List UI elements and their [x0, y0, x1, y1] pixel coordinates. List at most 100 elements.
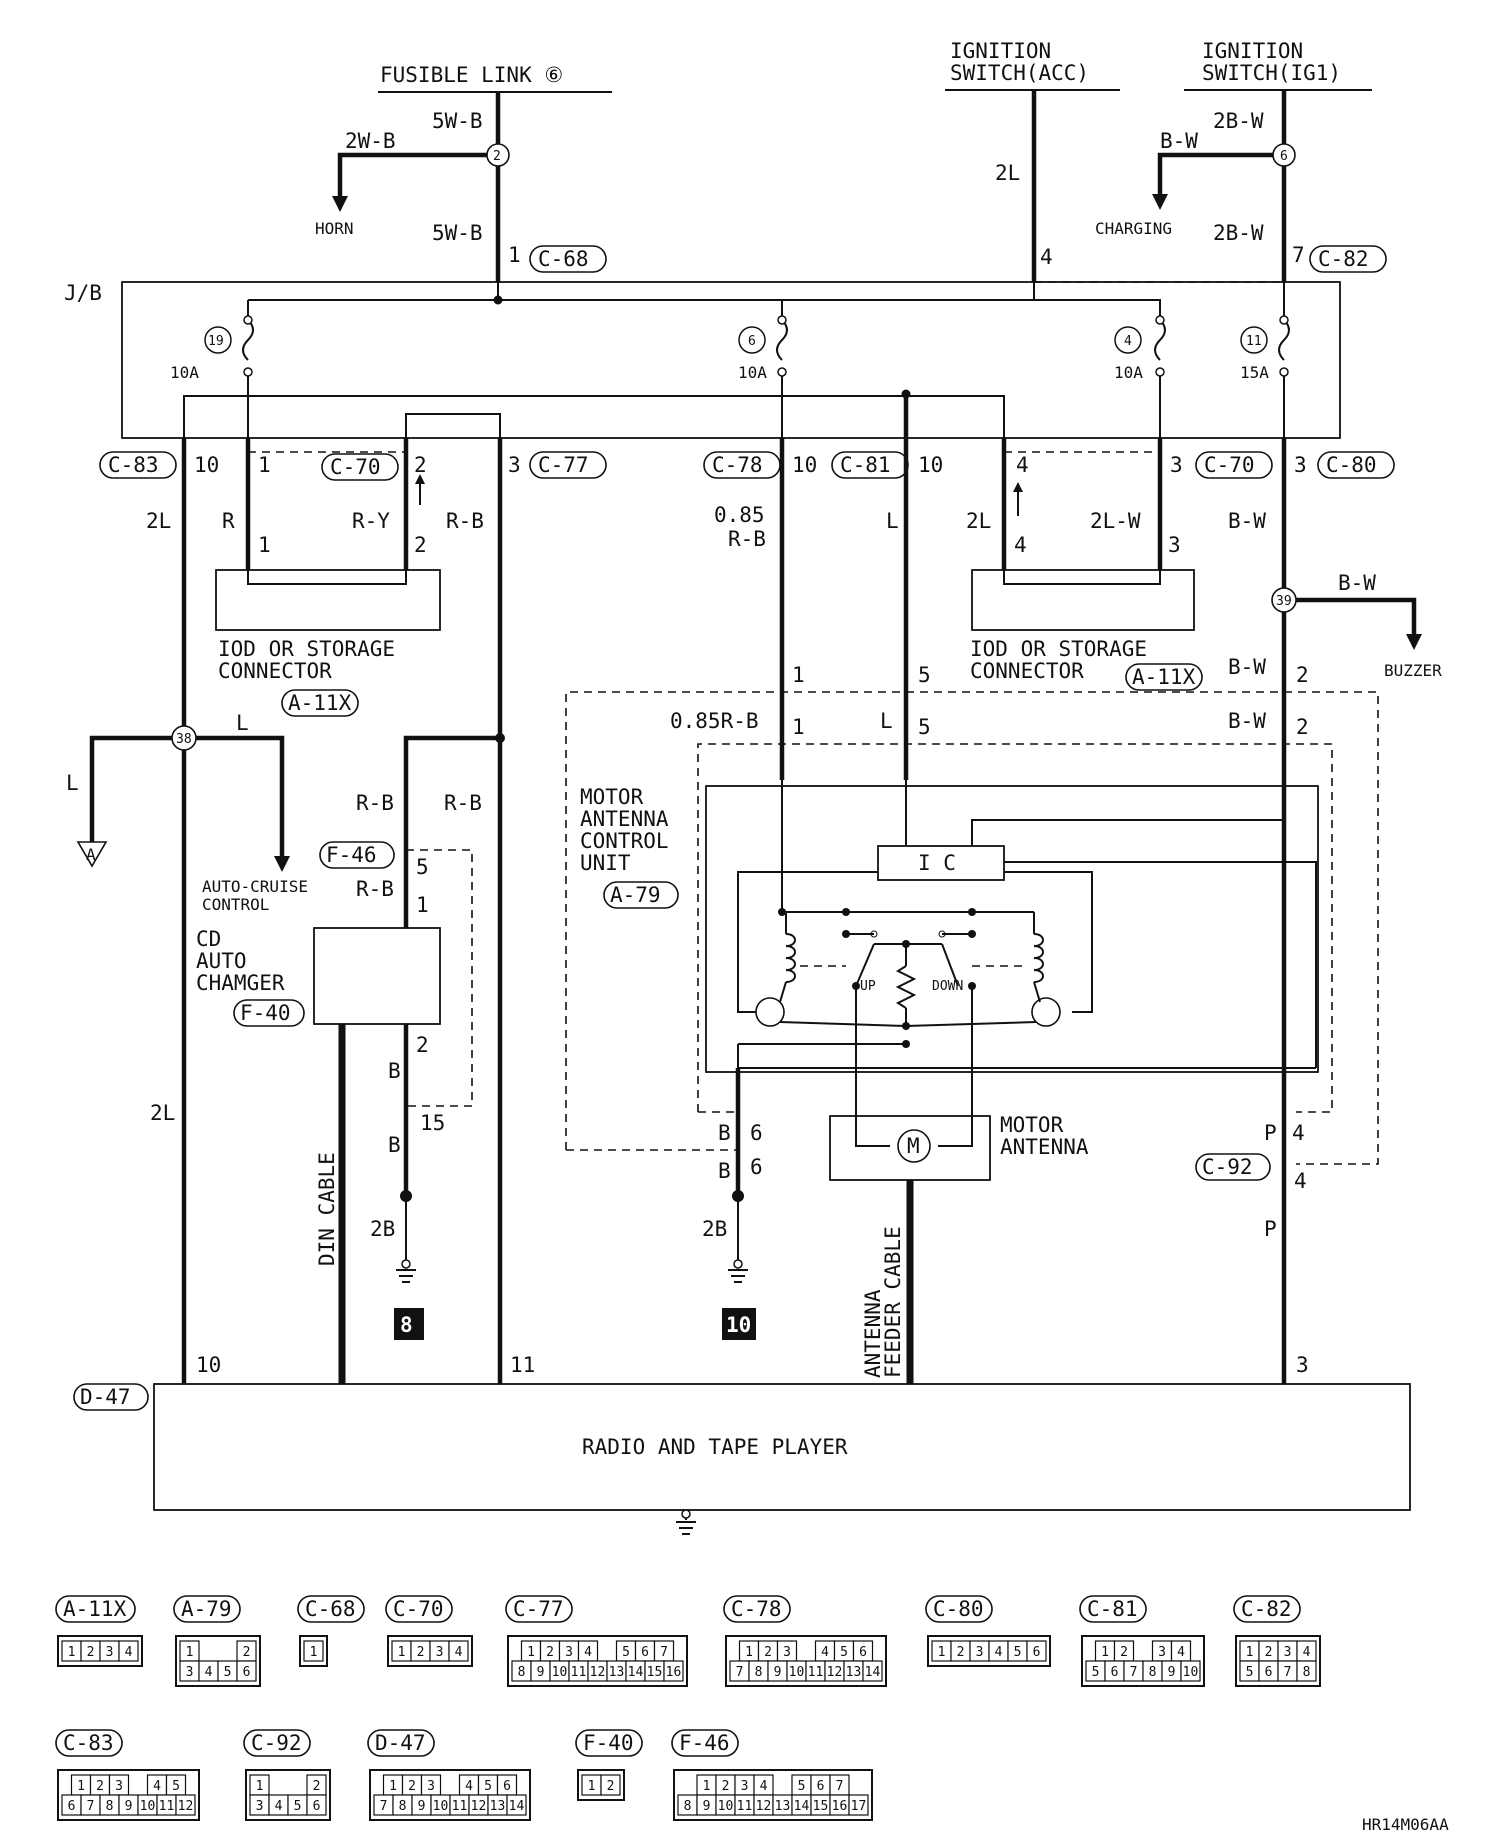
legend-pin: 5: [1246, 1665, 1254, 1680]
pin-mac-5-inner: 5: [918, 715, 931, 739]
legend-pin: 1: [389, 1779, 397, 1794]
fuse-19-rating: 10A: [170, 363, 199, 382]
cd-auto-changer: F-46 5 R-B 1 CD AUTO CHAMGER F-40 2 B 15…: [196, 841, 473, 1340]
mac-label-4: UNIT: [580, 851, 631, 875]
ign-ig1-label-1: IGNITION: [1202, 39, 1303, 63]
iod2-label-1: IOD OR STORAGE: [970, 637, 1147, 661]
connector-ref-d47: D-47: [73, 1383, 149, 1411]
legend-pin: 10: [718, 1799, 734, 1814]
legend-pin: 13: [490, 1799, 506, 1814]
wire-bw-right: B-W B-W BUZZER 39 B-W 2 B-W 2 P 4 C-92 4…: [1195, 438, 1442, 1384]
legend-pin: 9: [125, 1799, 133, 1814]
fusible-link-wire: 5W-B 5W-B 2W-B HORN 2 1 C-68: [315, 92, 607, 282]
legend-pin: 15: [647, 1665, 663, 1680]
wire-5wb-top: 5W-B: [432, 109, 483, 133]
pin-mac-6-inner: 6: [750, 1121, 763, 1145]
legend-pin: 1: [256, 1779, 264, 1794]
pin-radio-10: 10: [196, 1353, 221, 1377]
connector-ref-c77: C-77: [529, 451, 607, 479]
wire-2lw: 2L-W: [1090, 509, 1141, 533]
connector-ref-c81: C-81: [831, 451, 909, 479]
legend-pin: 15: [813, 1799, 829, 1814]
pin-iod1-1: 1: [258, 533, 271, 557]
wire-2bw-top: 2B-W: [1213, 109, 1264, 133]
switch-down-label: DOWN: [932, 979, 963, 994]
wire-p-upper: P: [1264, 1121, 1277, 1145]
legend-pin: 3: [115, 1779, 123, 1794]
motor-antenna-label-2: ANTENNA: [1000, 1135, 1089, 1159]
pin-f46-5: 5: [416, 855, 429, 879]
pin-mac-1-outer: 1: [792, 663, 805, 687]
pin-c70-4-top: 4: [1016, 453, 1029, 477]
legend-pin: 8: [106, 1799, 114, 1814]
mac-label-2: ANTENNA: [580, 807, 669, 831]
wire-l-mac: L: [880, 709, 893, 733]
splice-6: 6: [1280, 149, 1288, 164]
legend-pin: 2: [1265, 1645, 1273, 1660]
legend-connector-c-68: C-681: [297, 1595, 365, 1667]
svg-text:C-81: C-81: [840, 453, 891, 477]
legend-pin: 7: [660, 1645, 668, 1660]
pin-c70-1-top: 1: [258, 453, 271, 477]
connector-ref-c83: C-83: [99, 451, 177, 479]
wire-2l-acc: 2L: [995, 161, 1020, 185]
legend-pin: 14: [865, 1665, 881, 1680]
legend-label: C-81: [1087, 1597, 1138, 1621]
pin-c81-10: 10: [918, 453, 943, 477]
legend-pin: 13: [846, 1665, 862, 1680]
jb-output-connectors: C-83 10 1 C-70 2 3 C-77 C-78 10 C-81 10 …: [99, 451, 1395, 481]
fuse-4-rating: 10A: [1114, 363, 1143, 382]
offpage-a: A: [86, 845, 96, 864]
pin-mac-4: 4: [1292, 1121, 1305, 1145]
wire-2l-iod2: 2L: [966, 509, 991, 533]
connector-ref-a79: A-79: [603, 881, 679, 909]
iod2-label-2: CONNECTOR: [970, 659, 1084, 683]
pin-mac-2-outer: 2: [1296, 663, 1309, 687]
wire-085-line2: R-B: [728, 527, 766, 551]
legend-pin: 3: [106, 1645, 114, 1660]
legend-pin: 3: [1284, 1645, 1292, 1660]
legend-pin: 4: [1303, 1645, 1311, 1660]
svg-text:D-47: D-47: [80, 1385, 131, 1409]
legend-pin: 3: [565, 1645, 573, 1660]
fuse-11-rating: 15A: [1240, 363, 1269, 382]
svg-text:C-83: C-83: [108, 453, 159, 477]
legend-pin: 4: [821, 1645, 829, 1660]
svg-text:C-80: C-80: [1326, 453, 1377, 477]
legend-pin: 3: [436, 1645, 444, 1660]
legend-label: C-70: [393, 1597, 444, 1621]
connector-ref-a11x-2: A-11X: [1125, 663, 1203, 691]
svg-text:F-40: F-40: [240, 1001, 291, 1025]
legend-pin: 5: [840, 1645, 848, 1660]
radio-label: RADIO AND TAPE PLAYER: [582, 1435, 848, 1459]
motor-antenna: M MOTOR ANTENNA: [829, 1084, 1089, 1181]
legend-pin: 6: [1111, 1665, 1119, 1680]
legend-pin: 9: [774, 1665, 782, 1680]
legend-pin: 3: [427, 1779, 435, 1794]
legend-pin: 10: [789, 1665, 805, 1680]
figure-code: HR14M06AA: [1362, 1815, 1449, 1834]
ignition-ig1-source: IGNITION SWITCH(IG1): [1184, 39, 1372, 91]
legend-label: F-40: [583, 1731, 634, 1755]
buzzer-label: BUZZER: [1384, 661, 1442, 680]
legend-pin: 6: [243, 1665, 251, 1680]
radio-tape-player: D-47 RADIO AND TAPE PLAYER: [73, 1383, 1411, 1535]
antenna-feeder-label-2: FEEDER CABLE: [881, 1226, 905, 1378]
legend-pin: 8: [399, 1799, 407, 1814]
wire-b-mac-lower: B: [718, 1159, 731, 1183]
pin-c80-3: 3: [1294, 453, 1307, 477]
auto-cruise-label-1: AUTO-CRUISE: [202, 877, 308, 896]
legend-pin: 3: [783, 1645, 791, 1660]
legend-pin: 14: [628, 1665, 644, 1680]
connector-ref-a11x-1: A-11X: [281, 689, 359, 717]
legend-pin: 4: [275, 1799, 283, 1814]
wire-2b-left: 2B: [370, 1217, 395, 1241]
